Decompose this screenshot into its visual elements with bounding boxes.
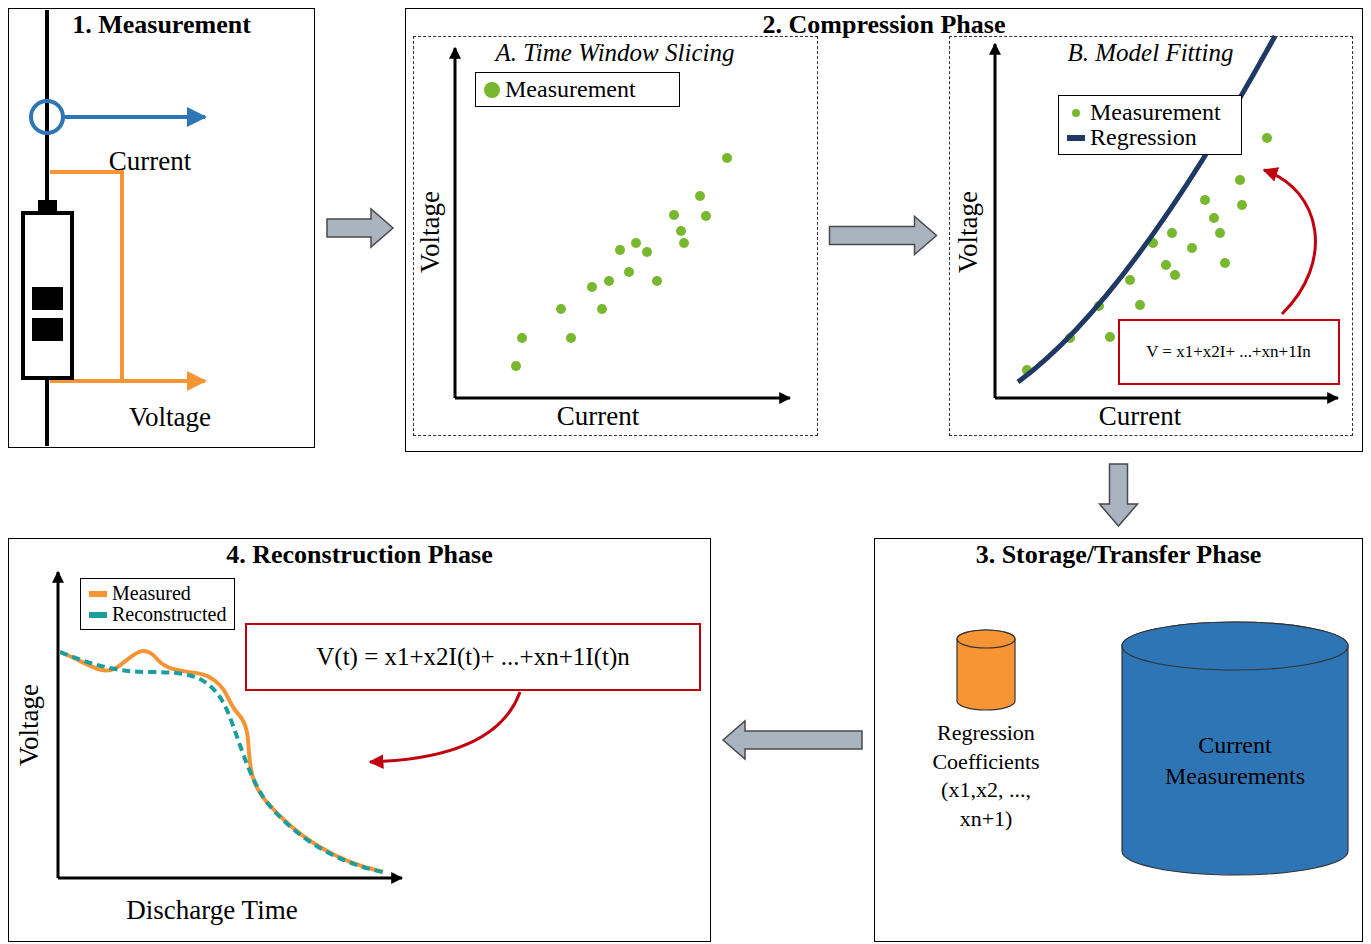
axis-label: Current — [557, 402, 639, 432]
measurement-dot — [615, 245, 625, 255]
flow-arrow — [723, 721, 862, 759]
cylinder-shape — [916, 629, 1056, 711]
measurement-dot — [642, 247, 652, 257]
panel-title: A. Time Window Slicing — [414, 37, 817, 67]
measurement-dot — [1220, 258, 1230, 268]
measurement-dot — [652, 276, 662, 286]
measurement-dot — [1125, 275, 1135, 285]
measurement-dot — [679, 238, 689, 248]
axis-label: Voltage — [416, 191, 446, 273]
phase-panel: 3. Storage/Transfer PhaseRegression Coef… — [874, 538, 1363, 942]
axis-label: Voltage — [954, 191, 984, 273]
panel-title: 4. Reconstruction Phase — [9, 539, 710, 570]
measurement-dot — [566, 333, 576, 343]
formula-box: V = x1+x2I+ ...+xn+1In — [1118, 319, 1340, 385]
legend-row: Measurement — [1067, 100, 1233, 125]
measurement-dot — [597, 304, 607, 314]
measurement-dot — [1215, 228, 1225, 238]
legend-box: MeasuredReconstructed — [80, 578, 235, 630]
measurement-dot — [676, 226, 686, 236]
measurement-dot — [1167, 228, 1177, 238]
axis-label: Voltage — [129, 403, 211, 433]
measurement-dot — [701, 211, 711, 221]
measurement-dot — [1161, 260, 1171, 270]
legend-swatch — [1067, 135, 1085, 141]
measurement-dots — [511, 153, 732, 371]
measurement-dot — [556, 304, 566, 314]
store-label: Current Measurements — [1121, 730, 1349, 792]
measurement-dot — [1170, 270, 1180, 280]
measurement-store: Current Measurements — [1121, 621, 1349, 876]
legend-text: Regression — [1090, 125, 1197, 150]
legend-box: MeasurementRegression — [1058, 95, 1242, 155]
legend-row: Measurement — [484, 77, 671, 102]
legend-row: Reconstructed — [89, 604, 226, 625]
measurement-dot — [604, 276, 614, 286]
legend-text: Reconstructed — [112, 604, 226, 625]
panel-title: B. Model Fitting — [950, 37, 1352, 67]
measurement-dot — [1187, 243, 1197, 253]
legend-row: Regression — [1067, 125, 1233, 150]
leader-arrow — [1264, 170, 1315, 314]
axis-label: Current — [1099, 402, 1181, 432]
legend-swatch — [1072, 109, 1080, 117]
flow-arrow — [1100, 464, 1138, 526]
measurement-dot — [669, 210, 679, 220]
flow-arrow — [830, 217, 937, 255]
panel-title: 3. Storage/Transfer Phase — [875, 539, 1362, 570]
legend-swatch — [484, 82, 500, 98]
legend-swatch — [89, 612, 107, 618]
axis-label: Current — [109, 147, 191, 177]
legend-box: Measurement — [475, 72, 680, 107]
battery-circuit — [23, 10, 205, 446]
formula-text: V(t) = x1+x2I(t)+ ...+xn+1I(t)n — [316, 643, 630, 671]
measurement-dot — [695, 191, 705, 201]
legend-text: Measurement — [1090, 100, 1221, 125]
formula-text: V = x1+x2I+ ...+xn+1In — [1146, 342, 1311, 362]
leader-arrow — [370, 692, 520, 762]
legend-text: Measured — [112, 583, 191, 604]
flow-arrow — [327, 209, 393, 247]
measurement-dot — [587, 282, 597, 292]
measurement-dot — [1135, 300, 1145, 310]
axis-label: Discharge Time — [126, 896, 297, 926]
measurement-dot — [1200, 195, 1210, 205]
formula-box: V(t) = x1+x2I(t)+ ...+xn+1I(t)n — [245, 623, 701, 691]
measurement-dot — [1105, 332, 1115, 342]
store-label: Regression Coefficients (x1,x2, ..., xn+… — [916, 629, 1056, 833]
measurement-dot — [1235, 175, 1245, 185]
axis-label: Voltage — [15, 684, 45, 766]
legend-text: Measurement — [505, 77, 636, 102]
measurement-dot — [722, 153, 732, 163]
measurement-dot — [1209, 213, 1219, 223]
measurement-dot — [1237, 200, 1247, 210]
legend-swatch — [89, 591, 107, 597]
phase-panel: 1. Measurement — [8, 8, 315, 448]
panel-title: 1. Measurement — [9, 9, 314, 40]
measurement-dot — [517, 333, 527, 343]
measurement-dot — [631, 238, 641, 248]
legend-row: Measured — [89, 583, 226, 604]
measurement-dot — [1262, 133, 1272, 143]
measurement-dot — [511, 361, 521, 371]
coefficient-store: Regression Coefficients (x1,x2, ..., xn+… — [916, 629, 1056, 909]
measurement-dot — [624, 267, 634, 277]
panel-title: 2. Compression Phase — [406, 9, 1362, 40]
